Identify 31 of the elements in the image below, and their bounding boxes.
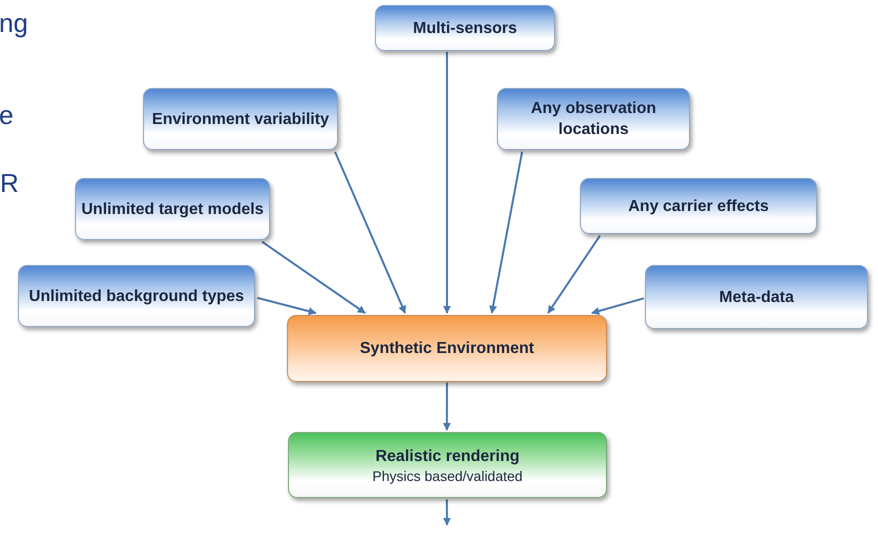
arrow [262, 241, 366, 314]
process-box [375, 5, 555, 51]
box-label: Realistic rendering [375, 446, 520, 466]
process-box [288, 432, 607, 498]
arrow [442, 499, 451, 526]
box-label: Synthetic Environment [360, 339, 534, 359]
arrow [591, 297, 644, 315]
box-label: Any observation locations [530, 99, 658, 140]
box-subtext: Physics based/validated [372, 466, 523, 484]
process-box [287, 315, 607, 382]
arrow [489, 152, 524, 314]
arrow [443, 52, 451, 314]
process-box [18, 265, 255, 327]
process-box [497, 88, 690, 150]
arrow [334, 151, 406, 314]
box-label: Any carrier effects [628, 196, 769, 216]
box-label: Meta-data [719, 288, 794, 308]
process-box [580, 178, 817, 234]
box-label: Multi-sensors [412, 18, 517, 38]
box-label: Environment variability [152, 110, 329, 130]
box-label: Unlimited background types [28, 286, 244, 306]
arrow [257, 296, 317, 316]
cut-off-text: e [0, 100, 14, 130]
arrow [547, 235, 601, 314]
box-label: Unlimited target models [81, 200, 264, 220]
cut-off-text: R [0, 168, 19, 198]
arrow [442, 382, 451, 431]
process-box [143, 88, 338, 150]
cut-off-text: ng [0, 8, 28, 38]
process-box [75, 178, 270, 240]
process-box [645, 265, 868, 329]
